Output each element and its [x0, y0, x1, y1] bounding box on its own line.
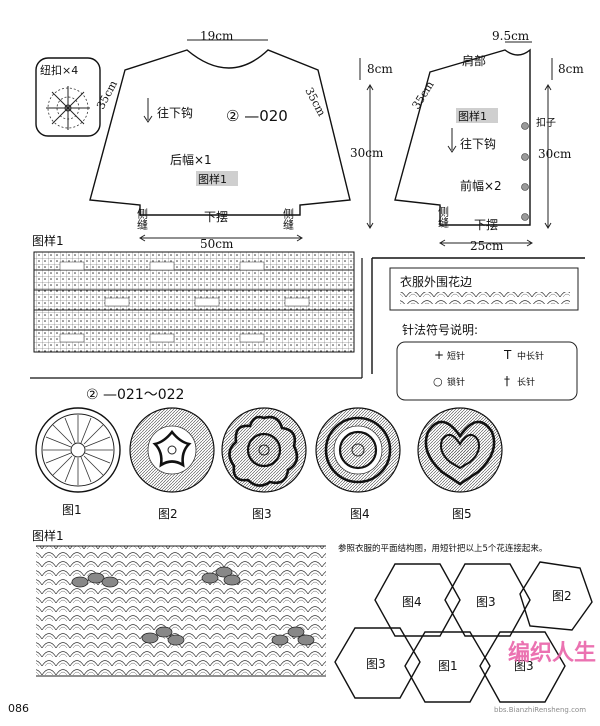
back-depth: 8cm	[367, 62, 393, 76]
motif-5	[417, 407, 503, 493]
back-neck-width: 19cm	[200, 29, 234, 43]
assembly-note: 参照衣服的平面结构图，用短针把以上5个花连接起来。	[338, 543, 547, 554]
legend-label: 短针	[447, 350, 465, 362]
motif-5-label: 图5	[452, 507, 472, 521]
legend-symbol: +	[434, 348, 444, 362]
stitch-chart-1	[33, 251, 355, 353]
front-neck-width: 9.5cm	[492, 29, 530, 43]
back-side-left: 侧缝	[136, 208, 149, 230]
legend-item-hdc: T 中长针	[503, 348, 544, 362]
front-direction: 往下钩	[460, 136, 496, 151]
front-piece-diagram: 9.5cm 肩部 35cm 图样1 扣子 往下钩 前幅×2 侧缝 下摆 25cm…	[394, 29, 584, 253]
hexagon-label: 图3	[366, 657, 386, 671]
front-depth: 8cm	[558, 62, 584, 76]
motif-4-label: 图4	[350, 507, 370, 521]
chart1-label: 图样1	[32, 233, 64, 248]
back-side-right: 侧缝	[282, 208, 295, 230]
back-slope-right: 35cm	[302, 85, 328, 119]
front-width: 25cm	[470, 239, 504, 253]
button-dot-icons	[521, 122, 529, 221]
watermark-logo: 编织人生 bbs.BianzhiRensheng.com	[494, 640, 596, 714]
motif-3	[221, 407, 307, 493]
front-height: 30cm	[538, 147, 572, 161]
page-number: 086	[8, 702, 29, 715]
legend-label: 中长针	[517, 350, 544, 362]
edging-panel: 衣服外围花边 针法符号说明: + 短针 T 中长针 ○ 锁针 † 长针	[371, 257, 585, 401]
snowflake-icon	[46, 86, 90, 130]
hexagon-label: 图3	[514, 659, 534, 673]
back-slope-left: 35cm	[94, 78, 120, 112]
legend-label: 锁针	[447, 376, 465, 388]
back-piece-diagram: 19cm 35cm 35cm 往下钩 ② —020 后幅×1 图样1 侧缝 侧缝…	[89, 29, 393, 251]
hexagon-label: 图1	[438, 659, 458, 673]
back-pattern-ref: 图样1	[198, 172, 227, 186]
motif-1-label: 图1	[62, 503, 82, 517]
back-width: 50cm	[200, 237, 234, 251]
front-pattern-ref: 图样1	[458, 109, 487, 123]
legend-title: 针法符号说明:	[402, 322, 478, 337]
legend-symbol: T	[503, 348, 512, 362]
button-motif: 纽扣×4	[35, 57, 101, 137]
motif-2-label: 图2	[158, 507, 178, 521]
watermark-text: 编织人生	[508, 640, 596, 666]
chart2-label: 图样1	[32, 528, 64, 543]
back-code: ② —020	[226, 107, 288, 125]
watermark-url: bbs.BianzhiRensheng.com	[494, 706, 586, 714]
motif-1	[35, 407, 121, 493]
motif-4	[315, 407, 401, 493]
edge-title: 衣服外围花边	[400, 274, 472, 289]
legend-item-ch: ○ 锁针	[433, 375, 465, 388]
back-hem: 下摆	[204, 210, 228, 224]
front-hem: 下摆	[474, 218, 498, 232]
legend-symbol: †	[504, 374, 510, 388]
legend-item-sc: + 短针	[434, 348, 465, 362]
front-slope: 35cm	[410, 78, 438, 111]
motif-3-label: 图3	[252, 507, 272, 521]
front-piece-label: 前幅×2	[460, 178, 502, 193]
back-height: 30cm	[350, 146, 384, 160]
back-piece-label: 后幅×1	[170, 152, 212, 167]
front-side: 侧缝	[437, 206, 450, 228]
leaf-cluster-icon	[71, 566, 315, 646]
motif-2	[129, 407, 215, 493]
stitch-chart-2	[36, 545, 326, 677]
legend-item-dc: † 长针	[504, 374, 535, 388]
motif-code: ② —021～022	[86, 387, 184, 403]
hexagon-label: 图2	[552, 589, 572, 603]
front-shoulder: 肩部	[462, 53, 486, 68]
back-direction: 往下钩	[157, 105, 193, 120]
front-button-label: 扣子	[536, 116, 556, 129]
hexagon-label: 图3	[476, 595, 496, 609]
legend-symbol: ○	[433, 375, 443, 388]
button-label: 纽扣×4	[40, 63, 78, 77]
legend-label: 长针	[517, 376, 535, 388]
hexagon-layout: 图4 图3 图2 图3 图1 图3	[334, 561, 593, 703]
hexagon-label: 图4	[402, 595, 422, 609]
